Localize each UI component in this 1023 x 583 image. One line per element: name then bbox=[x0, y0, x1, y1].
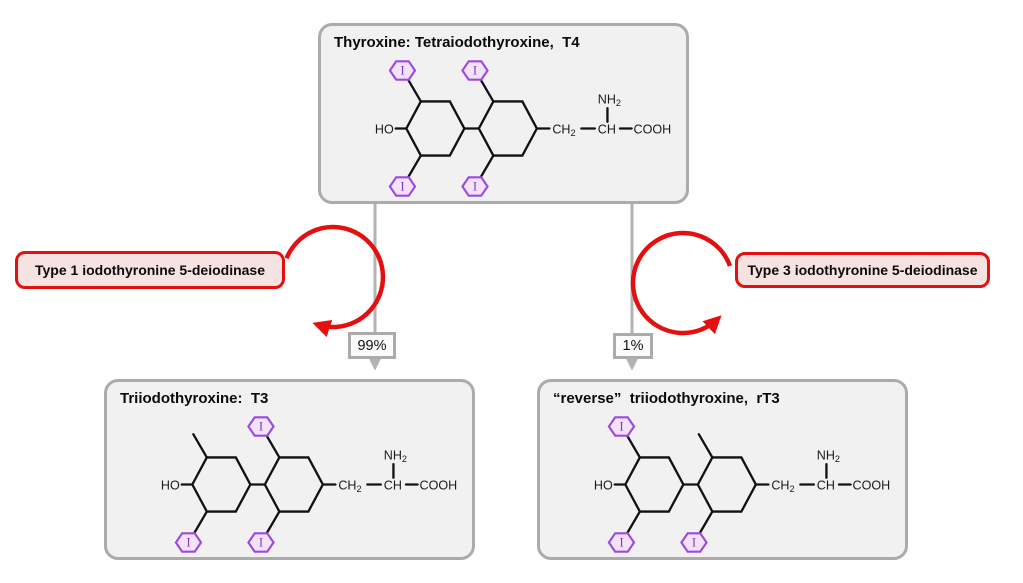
iodine-label: I bbox=[400, 180, 404, 194]
benzene-ring-right bbox=[696, 456, 758, 513]
t4-title: Thyroxine: Tetraiodothyroxine, T4 bbox=[334, 34, 580, 51]
methylene-label: CH2 bbox=[338, 478, 361, 494]
type1-deiodinase-label: Type 1 iodothyronine 5-deiodinase bbox=[15, 251, 285, 289]
iodine-label: I bbox=[692, 536, 696, 550]
substituent-bond-right_top bbox=[478, 77, 495, 103]
methine-label: CH bbox=[817, 478, 835, 492]
substituent-bond-right_bottom bbox=[264, 510, 281, 536]
iodine-hexagon-left_bottom bbox=[388, 176, 417, 197]
iodine-hexagon-left_top bbox=[388, 60, 417, 81]
substituent-bond-left_bottom bbox=[625, 510, 641, 536]
methylene-label: CH2 bbox=[771, 478, 794, 494]
iodine-hexagon-right_bottom bbox=[680, 532, 708, 553]
iodine-hexagon-right_top bbox=[247, 416, 275, 437]
methine-label: CH bbox=[384, 478, 402, 492]
t3-title: Triiodothyroxine: T3 bbox=[120, 390, 269, 407]
iodine-hexagon-right_bottom bbox=[461, 176, 489, 197]
substituent-bond-right_bottom bbox=[478, 154, 495, 180]
substituent-bond-right_top bbox=[697, 433, 714, 459]
rt3-percent-badge: 1% bbox=[613, 333, 653, 359]
iodine-label: I bbox=[259, 420, 263, 434]
iodine-hexagon-left_bottom bbox=[607, 532, 636, 553]
substituent-bond-left_bottom bbox=[192, 510, 208, 536]
iodine-hexagon-left_top bbox=[607, 416, 636, 437]
benzene-ring-left bbox=[405, 100, 466, 157]
iodine-label: I bbox=[473, 64, 477, 78]
iodine-hexagon-left_bottom bbox=[174, 532, 203, 553]
iodine-hexagon-right_bottom bbox=[247, 532, 275, 553]
iodine-hexagon-right_top bbox=[461, 60, 489, 81]
substituent-bond-left_top bbox=[192, 433, 208, 459]
type3-deiodinase-cycle-arrow bbox=[630, 230, 733, 336]
methylene-label: CH2 bbox=[552, 122, 575, 138]
substituent-bond-right_top bbox=[264, 433, 281, 459]
hydroxyl-label: HO bbox=[161, 478, 180, 492]
amino-label: NH2 bbox=[817, 448, 840, 464]
benzene-ring-left bbox=[191, 456, 252, 513]
rt3-title: “reverse” triiodothyroxine, rT3 bbox=[553, 390, 780, 407]
t3-percent-badge: 99% bbox=[348, 332, 396, 359]
hydroxyl-label: HO bbox=[594, 478, 613, 492]
iodine-label: I bbox=[259, 536, 263, 550]
carboxyl-label: COOH bbox=[420, 478, 458, 492]
substituent-bond-left_top bbox=[625, 433, 641, 459]
amino-label: NH2 bbox=[384, 448, 407, 464]
substituent-bond-right_bottom bbox=[697, 510, 714, 536]
methine-label: CH bbox=[598, 122, 616, 136]
carboxyl-label: COOH bbox=[853, 478, 891, 492]
benzene-ring-right bbox=[263, 456, 325, 513]
type1-deiodinase-cycle-arrow bbox=[284, 224, 386, 338]
iodine-label: I bbox=[186, 536, 190, 550]
rt3-box: “reverse” triiodothyroxine, rT3 I I I HO CH2… bbox=[537, 379, 908, 560]
hydroxyl-label: HO bbox=[375, 122, 394, 136]
benzene-ring-left bbox=[624, 456, 685, 513]
iodine-label: I bbox=[473, 180, 477, 194]
benzene-ring-right bbox=[477, 100, 539, 157]
iodine-label: I bbox=[619, 536, 623, 550]
iodine-label: I bbox=[400, 64, 404, 78]
t4-box: Thyroxine: Tetraiodothyroxine, T4 I I I I HO… bbox=[318, 23, 689, 204]
substituent-bond-left_bottom bbox=[406, 154, 422, 180]
carboxyl-label: COOH bbox=[634, 122, 672, 136]
iodine-label: I bbox=[619, 420, 623, 434]
type3-deiodinase-label: Type 3 iodothyronine 5-deiodinase bbox=[735, 252, 990, 288]
substituent-bond-left_top bbox=[406, 77, 422, 103]
amino-label: NH2 bbox=[598, 92, 621, 108]
